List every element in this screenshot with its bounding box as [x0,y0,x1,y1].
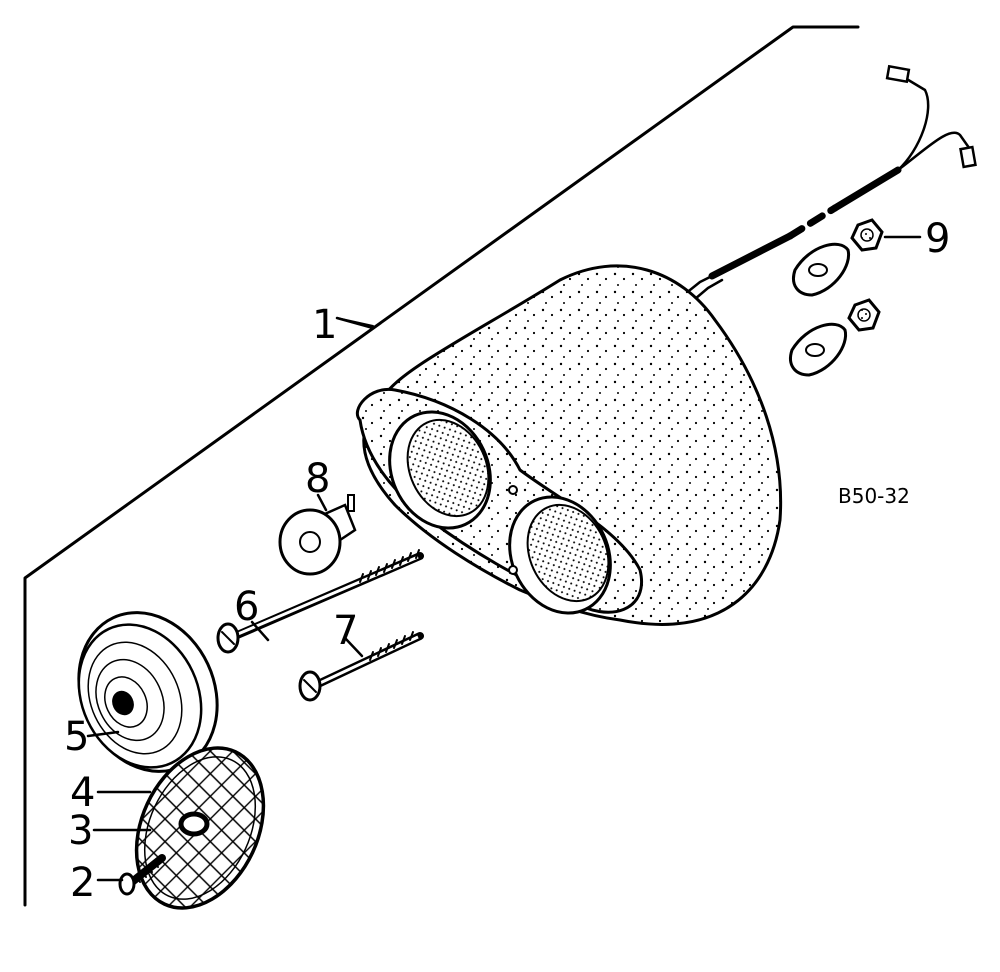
drawing-reference: B50-32 [838,484,910,508]
long-screw [216,549,424,654]
callout-6: 6 [234,584,259,630]
callout-5: 5 [64,714,89,760]
callout-4: 4 [70,770,95,816]
callout-8: 8 [305,456,330,502]
mounting-hardware [789,218,884,377]
callout-9: 9 [925,216,950,262]
callout-1: 1 [312,302,337,348]
lamp-housing [356,264,783,626]
callout-labels: 1 2 3 4 5 6 7 8 9 [64,216,950,906]
lens-screw [118,854,166,896]
callout-2: 2 [70,860,95,906]
lens [134,746,266,910]
short-screw [298,631,424,702]
wiring-harness [653,64,977,328]
bulb [278,494,357,576]
callout-7: 7 [333,608,358,654]
callout-3: 3 [68,808,93,854]
leader-lines [86,235,922,882]
